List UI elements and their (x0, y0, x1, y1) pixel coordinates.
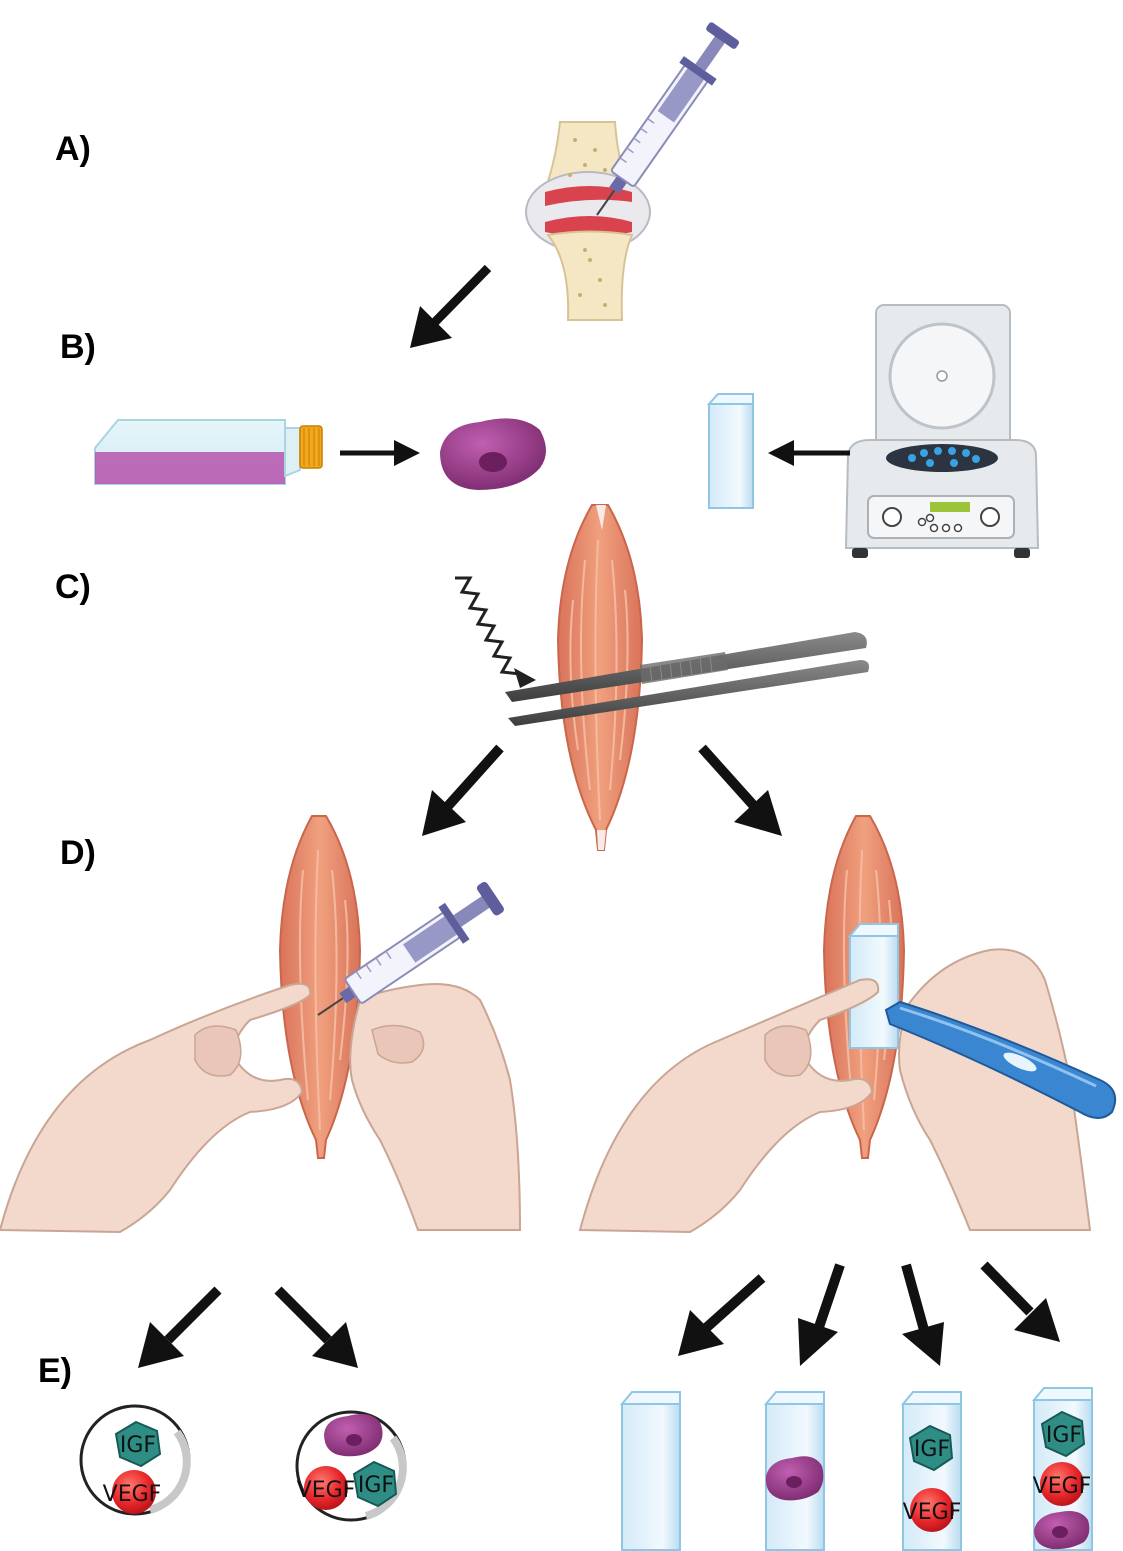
microsphere-icon: IGF VEGF (81, 1406, 189, 1514)
igf-label: IGF (358, 1473, 394, 1498)
arrow-icon (798, 1265, 840, 1366)
arrow-icon (278, 1290, 358, 1368)
culture-flask-icon (95, 420, 322, 484)
arrow-icon (422, 748, 500, 836)
igf-label: IGF (1046, 1423, 1082, 1448)
hand-icon (0, 984, 310, 1232)
stem-cell-icon (440, 418, 546, 490)
arrow-icon (678, 1278, 762, 1356)
arrow-icon (340, 440, 420, 466)
hydrogel-column-icon (766, 1392, 824, 1550)
vegf-label: VEGF (103, 1482, 162, 1507)
vegf-label: VEGF (297, 1478, 356, 1503)
hand-icon (350, 984, 520, 1230)
arrow-icon (410, 268, 488, 348)
igf-label: IGF (120, 1433, 156, 1458)
centrifuge-icon (846, 305, 1038, 558)
vegf-label: VEGF (903, 1500, 962, 1525)
hydrogel-column-icon: IGF VEGF (903, 1392, 962, 1550)
arrow-icon (768, 440, 850, 466)
microsphere-icon: VEGF IGF (297, 1412, 405, 1520)
arrow-icon (702, 748, 782, 836)
vegf-label: VEGF (1033, 1474, 1092, 1499)
gel-block-icon (709, 394, 753, 508)
igf-label: IGF (914, 1437, 950, 1462)
arrow-icon (138, 1290, 218, 1368)
hydrogel-column-icon: IGF VEGF (1033, 1388, 1092, 1550)
arrow-icon (984, 1265, 1060, 1342)
arrow-icon (902, 1265, 944, 1366)
laser-beam-icon (455, 578, 536, 688)
hydrogel-column-icon (622, 1392, 680, 1550)
